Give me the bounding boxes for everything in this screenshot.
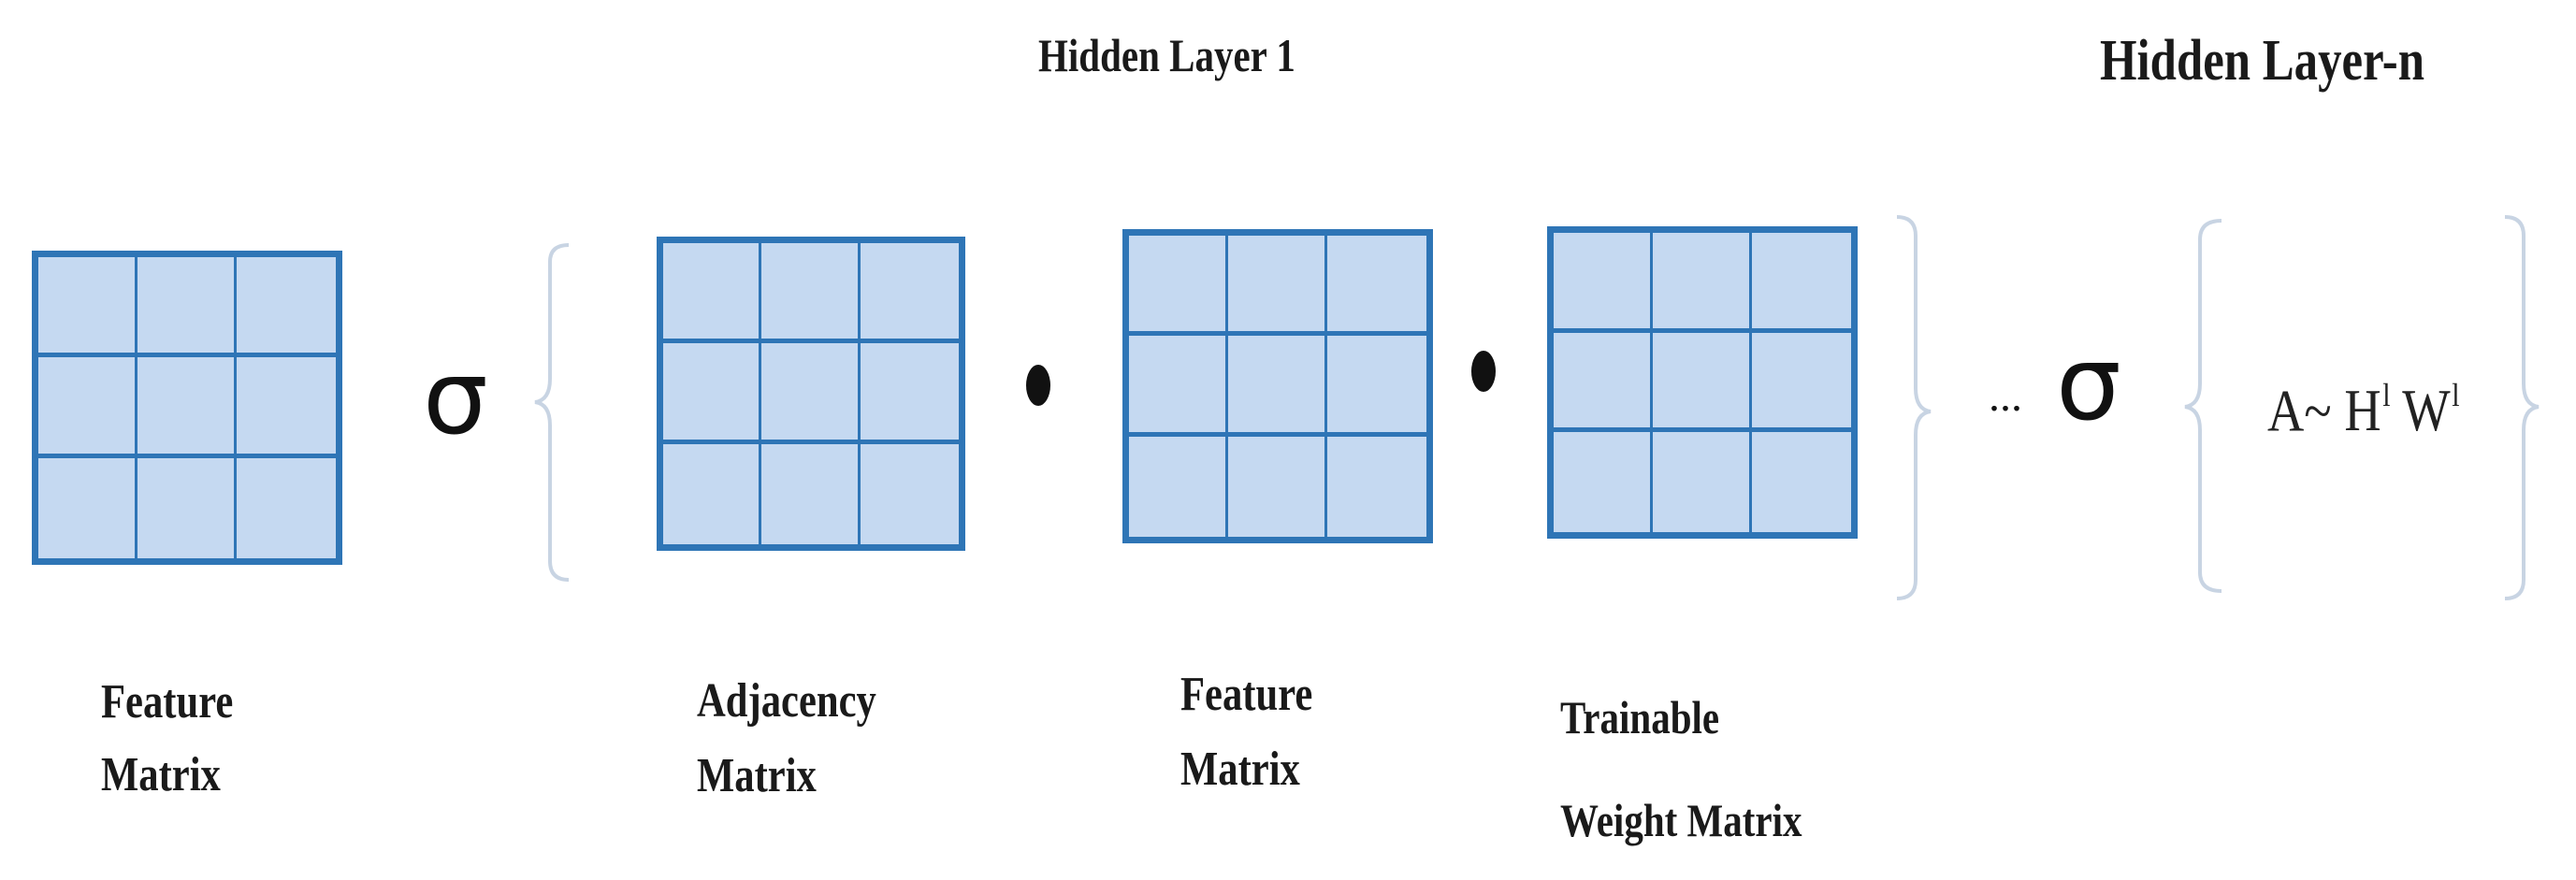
input-feature-matrix	[32, 251, 342, 565]
matrix-cell	[663, 343, 762, 444]
matrix-cell	[1327, 336, 1426, 437]
matrix-cell	[1554, 332, 1653, 433]
matrix-cell	[1129, 336, 1228, 437]
matrix-cell	[1129, 436, 1228, 537]
hidden-layer-1-right-bracket	[1896, 215, 1932, 600]
sigma-activation-symbol: σ	[423, 338, 488, 457]
matrix-cell	[38, 457, 137, 558]
matrix-cell	[1752, 333, 1851, 433]
matrix-cell	[137, 357, 237, 458]
matrix-cell	[1228, 236, 1327, 337]
matrix-cell	[137, 257, 237, 358]
feature-matrix	[1122, 229, 1433, 543]
matrix-cell	[761, 343, 861, 444]
input-feature-matrix-label: Feature Matrix	[101, 675, 234, 801]
matrix-cell	[1752, 233, 1851, 333]
adjacency-matrix	[657, 237, 965, 551]
matrix-cell	[1653, 332, 1752, 433]
matrix-cell	[237, 458, 336, 558]
matrix-cell	[1554, 233, 1653, 333]
trainable-weight-matrix	[1547, 226, 1858, 539]
matrix-cell	[237, 357, 336, 458]
weight-term: Wl	[2402, 377, 2460, 444]
matrix-cell	[1653, 432, 1752, 532]
matrix-cell	[761, 243, 861, 344]
matrix-cell	[663, 243, 762, 344]
matrix-cell	[761, 443, 861, 544]
matrix-cell	[1129, 236, 1228, 337]
hidden-layer-1-title: Hidden Layer 1	[1038, 29, 1295, 81]
matrix-cell	[1653, 233, 1752, 333]
matrix-cell	[237, 257, 336, 358]
matrix-cell	[137, 457, 237, 558]
dot-product-symbol	[1471, 351, 1496, 392]
hidden-layer-n-right-bracket	[2504, 215, 2540, 600]
feature-matrix-label: Feature Matrix	[1180, 668, 1313, 796]
dot-product-symbol	[1026, 365, 1050, 406]
hidden-layer-n-left-bracket	[2184, 219, 2222, 593]
matrix-cell	[1327, 437, 1426, 537]
matrix-cell	[1228, 436, 1327, 537]
hidden-state-term: Hl	[2344, 377, 2391, 444]
sigma-activation-symbol-layer-n: σ	[2056, 324, 2121, 443]
layer-n-formula: A~ Hl Wl	[2267, 379, 2460, 440]
adjacency-tilde-term: A~	[2267, 377, 2332, 444]
matrix-cell	[860, 243, 959, 344]
matrix-cell	[663, 443, 762, 544]
matrix-cell	[38, 357, 137, 458]
hidden-layer-n-title: Hidden Layer-n	[2100, 29, 2424, 93]
adjacency-matrix-label: Adjacency Matrix	[697, 674, 876, 802]
matrix-cell	[1228, 336, 1327, 437]
matrix-cell	[1752, 432, 1851, 532]
matrix-cell	[861, 444, 959, 544]
trainable-weight-matrix-label: Trainable Weight Matrix	[1560, 691, 1802, 846]
hidden-layer-1-left-bracket	[534, 243, 570, 582]
matrix-cell	[1554, 432, 1653, 532]
matrix-cell	[860, 343, 959, 444]
matrix-cell	[1327, 236, 1426, 337]
matrix-cell	[38, 257, 137, 358]
ellipsis-symbol: ...	[1989, 371, 2022, 421]
